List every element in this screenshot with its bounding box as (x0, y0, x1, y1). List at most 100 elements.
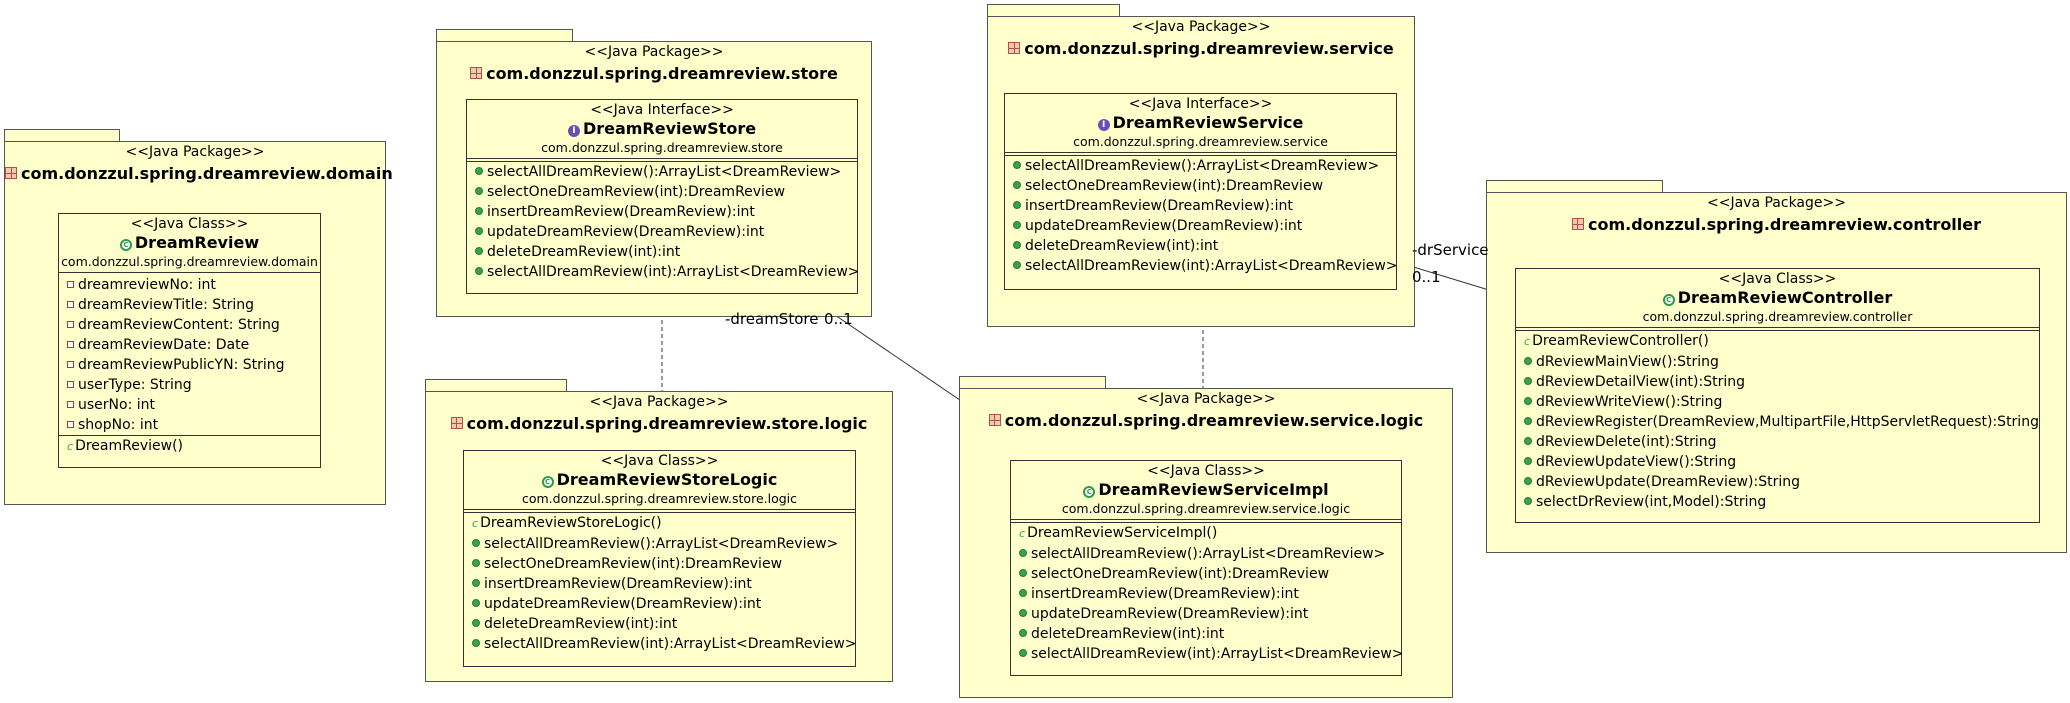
association-multiplicity-dreamstore: 0..1 (824, 310, 853, 328)
class-package: com.donzzul.spring.dreamreview.store (541, 140, 783, 155)
public-icon (475, 207, 483, 215)
class-name: DreamReview (134, 233, 260, 252)
method-item: selectAllDreamReview(int):ArrayList<Drea… (464, 634, 857, 654)
public-icon (1019, 589, 1027, 597)
method-item: insertDreamReview(DreamReview):int (464, 574, 855, 594)
method-text: selectAllDreamReview():ArrayList<DreamRe… (1031, 546, 1386, 562)
public-icon (1013, 181, 1021, 189)
public-icon (472, 579, 480, 587)
attribute-item: dreamreviewNo: int (59, 275, 320, 295)
method-item: deleteDreamReview(int):int (467, 242, 857, 262)
method-item: selectOneDreamReview(int):DreamReview (1005, 176, 1396, 196)
method-item: dReviewUpdate(DreamReview):String (1516, 472, 2039, 492)
method-item: updateDreamReview(DreamReview):int (1011, 604, 1401, 624)
package-name: com.donzzul.spring.dreamreview.service (1024, 39, 1394, 58)
attribute-item: userType: String (59, 375, 320, 395)
method-text: dReviewMainView():String (1536, 354, 1719, 370)
private-icon (67, 281, 74, 288)
class-name: DreamReviewService (1112, 113, 1304, 132)
method-text: insertDreamReview(DreamReview):int (1025, 198, 1293, 214)
constructor-text: DreamReview() (75, 438, 183, 454)
method-item: dReviewDelete(int):String (1516, 432, 2039, 452)
attribute-text: userNo: int (78, 397, 155, 413)
attribute-list: dreamreviewNo: int dreamReviewTitle: Str… (59, 275, 320, 435)
class-package: com.donzzul.spring.dreamreview.service.l… (1061, 501, 1351, 516)
package-name: com.donzzul.spring.dreamreview.domain (21, 164, 393, 183)
method-item: insertDreamReview(DreamReview):int (467, 202, 857, 222)
constructor-text: DreamReviewServiceImpl() (1027, 525, 1218, 541)
public-icon (1013, 201, 1021, 209)
class-package: com.donzzul.spring.dreamreview.controlle… (1642, 309, 1913, 324)
method-item: selectAllDreamReview():ArrayList<DreamRe… (467, 162, 857, 182)
public-icon (1013, 241, 1021, 249)
method-list: selectAllDreamReview():ArrayList<DreamRe… (467, 162, 860, 282)
method-text: deleteDreamReview(int):int (484, 616, 678, 632)
method-item: deleteDreamReview(int):int (464, 614, 855, 634)
class-icon: C (1083, 486, 1096, 498)
public-icon (475, 267, 483, 275)
method-text: dReviewDelete(int):String (1536, 434, 1717, 450)
association-role-dreamstore: -dreamStore (725, 310, 819, 328)
private-icon (67, 361, 74, 368)
method-item: selectAllDreamReview(int):ArrayList<Drea… (1005, 256, 1398, 276)
method-item: updateDreamReview(DreamReview):int (464, 594, 855, 614)
package-tab (436, 29, 573, 42)
package-name: com.donzzul.spring.dreamreview.controlle… (1587, 215, 1982, 234)
method-text: selectOneDreamReview(int):DreamReview (484, 556, 783, 572)
interface-icon: I (1097, 119, 1110, 131)
method-item: dReviewUpdateView():String (1516, 452, 2039, 472)
attribute-item: dreamReviewContent: String (59, 315, 320, 335)
class-icon: C (1662, 294, 1675, 306)
public-icon (472, 559, 480, 567)
attribute-divider (464, 509, 855, 512)
method-text: selectAllDreamReview():ArrayList<DreamRe… (487, 164, 842, 180)
public-icon (1013, 221, 1021, 229)
method-item: selectAllDreamReview():ArrayList<DreamRe… (1011, 544, 1401, 564)
method-list: selectAllDreamReview():ArrayList<DreamRe… (464, 534, 857, 654)
method-item: dReviewRegister(DreamReview,MultipartFil… (1516, 412, 2039, 432)
method-text: selectAllDreamReview(int):ArrayList<Drea… (1031, 646, 1404, 662)
method-item: deleteDreamReview(int):int (1011, 624, 1401, 644)
method-text: dReviewUpdate(DreamReview):String (1536, 474, 1800, 490)
package-tab (4, 129, 120, 142)
package-title: com.donzzul.spring.dreamreview.service (988, 39, 1414, 58)
method-item: selectOneDreamReview(int):DreamReview (464, 554, 855, 574)
method-item: updateDreamReview(DreamReview):int (467, 222, 857, 242)
package-icon (450, 417, 463, 429)
attribute-item: userNo: int (59, 395, 320, 415)
private-icon (67, 301, 74, 308)
class-stereotype: <<Java Class>> (130, 216, 249, 232)
association-multiplicity-drservice: 0..1 (1412, 268, 1441, 286)
method-list: selectAllDreamReview():ArrayList<DreamRe… (1005, 156, 1398, 276)
package-title: com.donzzul.spring.dreamreview.controlle… (1487, 215, 2066, 234)
class-package: com.donzzul.spring.dreamreview.store.log… (521, 491, 798, 506)
package-stereotype: <<Java Package>> (1131, 19, 1271, 35)
public-icon (475, 247, 483, 255)
public-icon (1013, 161, 1021, 169)
public-icon (475, 227, 483, 235)
class-name: DreamReviewServiceImpl (1098, 480, 1329, 499)
attribute-divider (467, 158, 857, 161)
method-text: selectAllDreamReview(int):ArrayList<Drea… (484, 636, 857, 652)
method-text: insertDreamReview(DreamReview):int (484, 576, 752, 592)
method-divider (1516, 330, 2039, 331)
package-tab (1486, 180, 1663, 193)
attribute-divider (1011, 519, 1401, 522)
method-item: selectAllDreamReview(int):ArrayList<Drea… (467, 262, 860, 282)
package-title: com.donzzul.spring.dreamreview.service.l… (960, 411, 1452, 430)
method-text: selectOneDreamReview(int):DreamReview (1025, 178, 1324, 194)
public-icon (1524, 417, 1532, 425)
